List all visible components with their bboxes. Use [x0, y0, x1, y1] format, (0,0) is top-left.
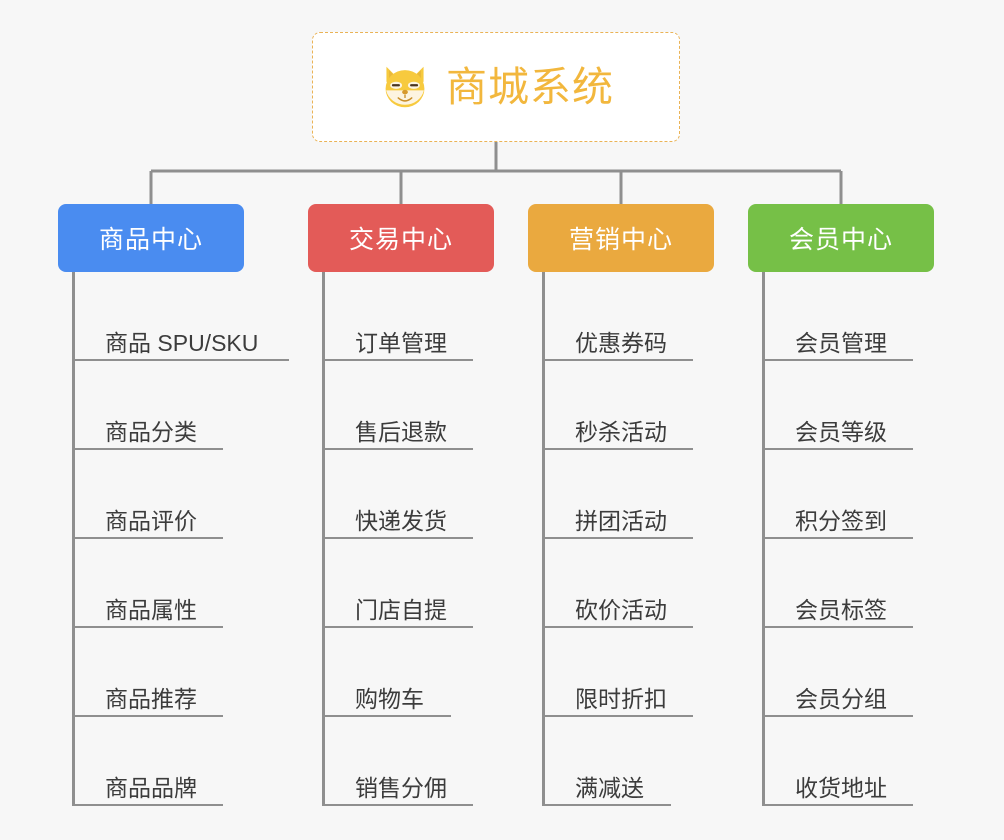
leaf-item-label: 积分签到 — [795, 507, 887, 534]
leaf-item-label: 会员管理 — [795, 329, 887, 356]
branch-header-label: 会员中心 — [788, 226, 893, 254]
leaf-item[interactable]: 优惠券码 — [545, 272, 714, 361]
leaf-list: 订单管理售后退款快递发货门店自提购物车销售分佣 — [322, 272, 494, 806]
leaf-item[interactable]: 商品 SPU/SKU — [75, 272, 289, 361]
leaf-item[interactable]: 秒杀活动 — [545, 361, 714, 450]
leaf-item[interactable]: 商品分类 — [75, 361, 244, 450]
leaf-item-label: 购物车 — [355, 685, 424, 712]
branch-header-label: 商品中心 — [98, 226, 203, 254]
branch-column: 营销中心优惠券码秒杀活动拼团活动砍价活动限时折扣满减送 — [528, 204, 714, 806]
leaf-item[interactable]: 限时折扣 — [545, 628, 714, 717]
leaf-item[interactable]: 会员管理 — [765, 272, 934, 361]
branch-header[interactable]: 会员中心 — [748, 204, 934, 272]
leaf-item-label: 商品属性 — [105, 596, 197, 623]
leaf-item-label: 商品评价 — [105, 507, 197, 534]
branch-column: 会员中心会员管理会员等级积分签到会员标签会员分组收货地址 — [748, 204, 934, 806]
leaf-item-label: 售后退款 — [355, 418, 447, 445]
leaf-item[interactable]: 砍价活动 — [545, 539, 714, 628]
leaf-item-label: 会员等级 — [795, 418, 887, 445]
leaf-item[interactable]: 商品评价 — [75, 450, 244, 539]
leaf-item[interactable]: 售后退款 — [325, 361, 494, 450]
leaf-item-label: 快递发货 — [355, 507, 447, 534]
branch-header-label: 营销中心 — [568, 226, 673, 254]
leaf-item[interactable]: 商品品牌 — [75, 717, 244, 806]
leaf-item-label: 收货地址 — [795, 774, 887, 801]
leaf-item[interactable]: 购物车 — [325, 628, 494, 717]
leaf-item[interactable]: 订单管理 — [325, 272, 494, 361]
leaf-list: 会员管理会员等级积分签到会员标签会员分组收货地址 — [762, 272, 934, 806]
leaf-item[interactable]: 会员分组 — [765, 628, 934, 717]
leaf-item-label: 砍价活动 — [575, 596, 667, 623]
leaf-item-label: 秒杀活动 — [575, 418, 667, 445]
leaf-item-label: 商品 SPU/SKU — [105, 329, 259, 356]
branch-header-label: 交易中心 — [348, 226, 453, 254]
leaf-item-label: 限时折扣 — [575, 685, 667, 712]
leaf-list: 商品 SPU/SKU 商品分类商品评价商品属性商品推荐商品品牌 — [72, 272, 289, 806]
branch-header[interactable]: 营销中心 — [528, 204, 714, 272]
branch-header[interactable]: 商品中心 — [58, 204, 244, 272]
leaf-item[interactable]: 会员等级 — [765, 361, 934, 450]
leaf-item[interactable]: 商品推荐 — [75, 628, 244, 717]
branch-column: 交易中心订单管理售后退款快递发货门店自提购物车销售分佣 — [308, 204, 494, 806]
leaf-item-label: 商品分类 — [105, 418, 197, 445]
leaf-item-label: 会员分组 — [795, 685, 887, 712]
leaf-item[interactable]: 拼团活动 — [545, 450, 714, 539]
branch-header[interactable]: 交易中心 — [308, 204, 494, 272]
leaf-list: 优惠券码秒杀活动拼团活动砍价活动限时折扣满减送 — [542, 272, 714, 806]
root-title: 商城系统 — [446, 63, 614, 110]
leaf-item[interactable]: 满减送 — [545, 717, 714, 806]
shiba-dog-face-icon — [385, 66, 425, 108]
leaf-item-label: 会员标签 — [795, 596, 887, 623]
leaf-item[interactable]: 商品属性 — [75, 539, 244, 628]
leaf-item[interactable]: 快递发货 — [325, 450, 494, 539]
leaf-item-label: 订单管理 — [355, 329, 447, 356]
leaf-item[interactable]: 收货地址 — [765, 717, 934, 806]
leaf-item-label: 商品品牌 — [105, 774, 197, 801]
leaf-item[interactable]: 门店自提 — [325, 539, 494, 628]
leaf-item[interactable]: 销售分佣 — [325, 717, 494, 806]
leaf-item-label: 满减送 — [575, 774, 644, 801]
leaf-item-label: 商品推荐 — [105, 685, 197, 712]
leaf-item-label: 门店自提 — [355, 596, 447, 623]
root-node[interactable]: 商城系统 — [312, 32, 680, 142]
leaf-item[interactable]: 积分签到 — [765, 450, 934, 539]
leaf-item-label: 优惠券码 — [575, 329, 667, 356]
leaf-item-label: 销售分佣 — [355, 774, 447, 801]
branch-column: 商品中心商品 SPU/SKU 商品分类商品评价商品属性商品推荐商品品牌 — [58, 204, 289, 806]
leaf-item-label: 拼团活动 — [575, 507, 667, 534]
leaf-item[interactable]: 会员标签 — [765, 539, 934, 628]
